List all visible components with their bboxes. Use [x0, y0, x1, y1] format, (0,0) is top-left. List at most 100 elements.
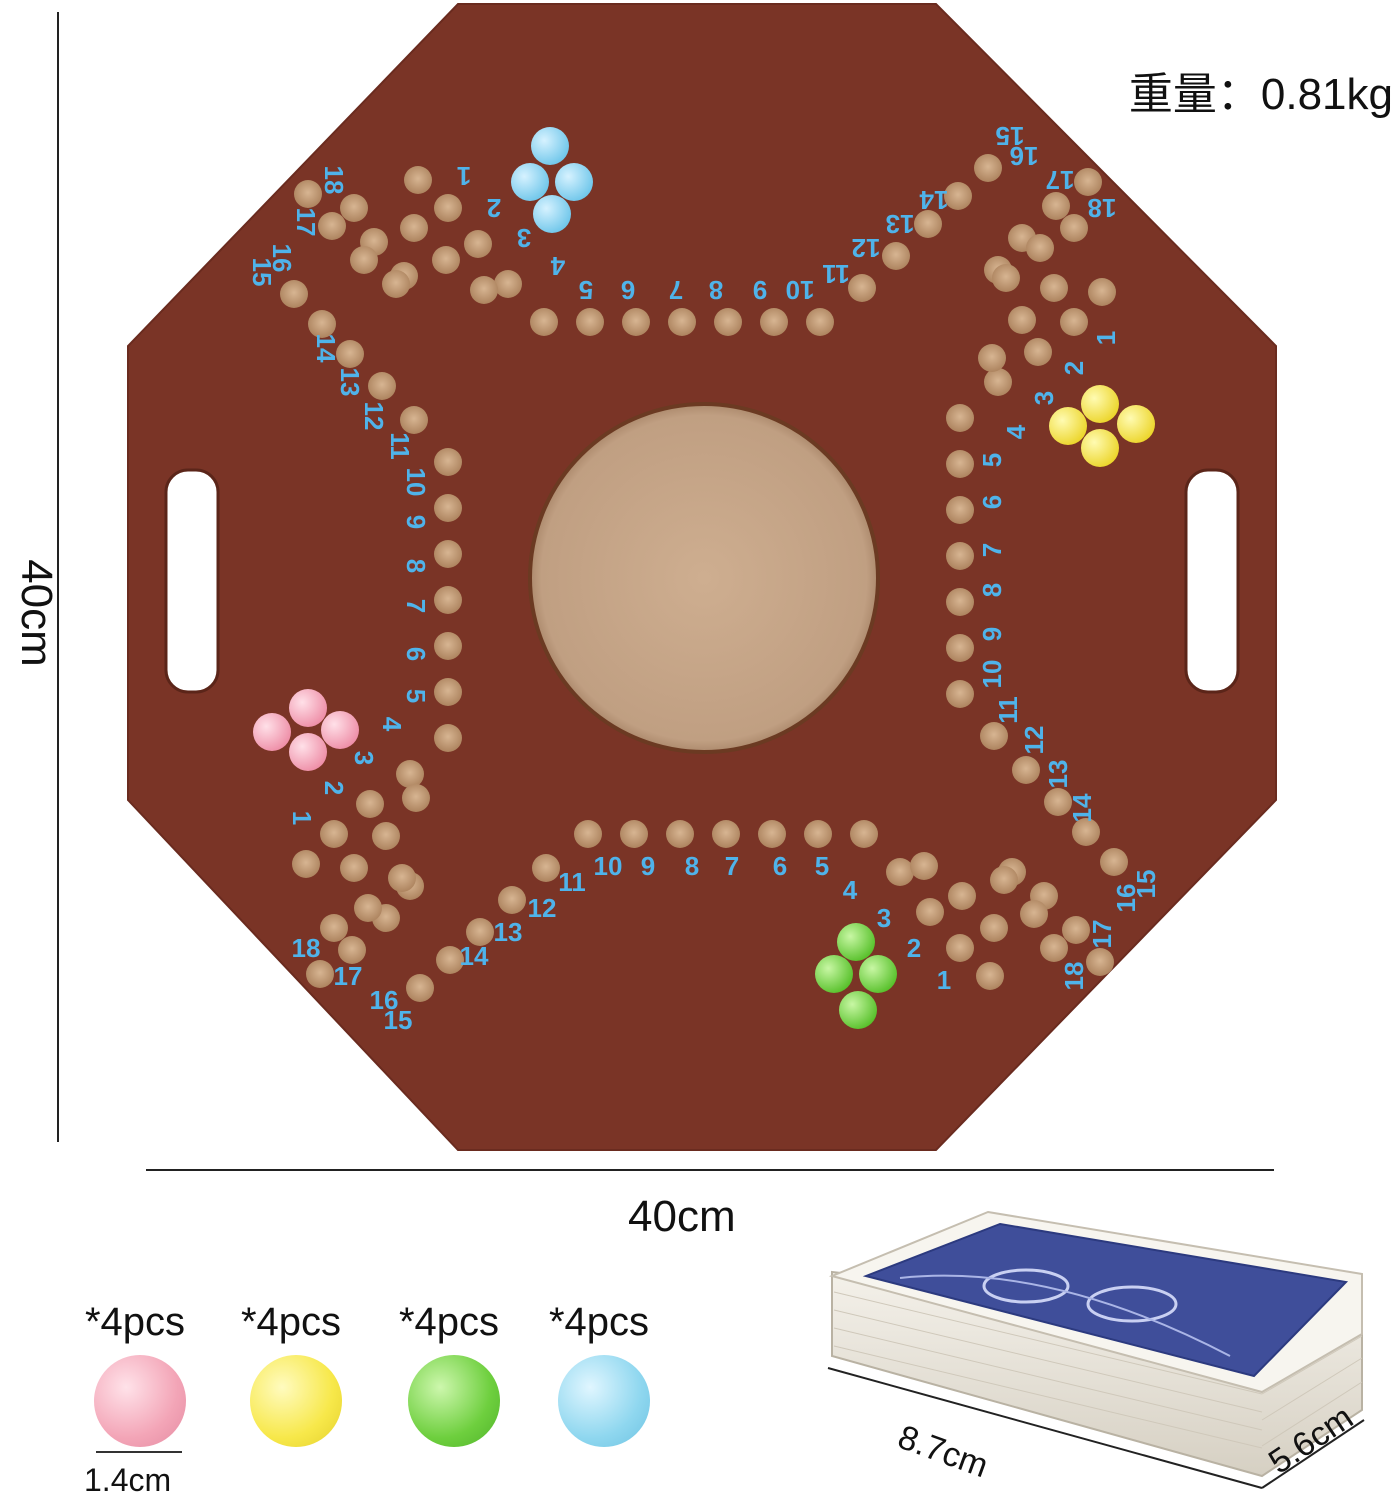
- track-number: 4: [550, 251, 565, 281]
- track-number: 9: [753, 275, 767, 305]
- track-number: 16: [267, 244, 297, 273]
- track-number: 10: [786, 275, 815, 305]
- marble: [253, 713, 291, 751]
- track-number: 11: [385, 432, 415, 460]
- board-hole: [1072, 818, 1100, 846]
- board-hole: [434, 194, 462, 222]
- marble: [837, 923, 875, 961]
- green-ball-quantity: *4pcs: [398, 1300, 500, 1344]
- ball-size-line: [96, 1451, 182, 1453]
- track-number: 10: [977, 660, 1007, 689]
- board-hole: [372, 822, 400, 850]
- track-number: 9: [977, 627, 1007, 641]
- track-number: 7: [725, 851, 739, 881]
- board-hole: [320, 914, 348, 942]
- track-number: 8: [977, 583, 1007, 597]
- playing-card-deck: [827, 1210, 1365, 1489]
- board-hole: [294, 180, 322, 208]
- track-number: 5: [579, 275, 593, 305]
- track-number: 13: [335, 368, 365, 397]
- track-number: 12: [852, 233, 881, 263]
- board-hole: [886, 858, 914, 886]
- track-number: 18: [292, 933, 321, 963]
- marble: [533, 195, 571, 233]
- marble: [321, 711, 359, 749]
- weight-label: 重量：0.81kg: [1128, 70, 1393, 119]
- track-number: 16: [1111, 884, 1141, 913]
- board-hole: [402, 784, 430, 812]
- track-number: 14: [1067, 793, 1097, 822]
- board-hole: [320, 820, 348, 848]
- board-hole: [1088, 278, 1116, 306]
- board-hole: [804, 820, 832, 848]
- track-number: 2: [1059, 361, 1089, 375]
- board-hole: [714, 308, 742, 336]
- marble: [1117, 405, 1155, 443]
- track-number: 16: [370, 985, 399, 1015]
- track-number: 4: [377, 717, 407, 732]
- board-hole: [946, 934, 974, 962]
- track-number: 13: [886, 209, 915, 239]
- board-hole: [666, 820, 694, 848]
- board-hole: [1040, 274, 1068, 302]
- track-number: 6: [977, 495, 1007, 509]
- track-number: 15: [1131, 870, 1161, 899]
- track-number: 3: [1029, 391, 1059, 405]
- marble: [1081, 385, 1119, 423]
- track-number: 17: [291, 208, 321, 237]
- board-hole: [396, 760, 424, 788]
- board-hole: [574, 820, 602, 848]
- yellow-ball-quantity: *4pcs: [240, 1300, 342, 1344]
- track-number: 6: [773, 851, 787, 881]
- track-number: 11: [558, 867, 586, 897]
- board-hole: [1026, 234, 1054, 262]
- track-number: 3: [517, 223, 531, 253]
- track-number: 5: [815, 851, 829, 881]
- board-hole: [1040, 934, 1068, 962]
- board-hole: [494, 270, 522, 298]
- board-hole: [576, 308, 604, 336]
- board-hole: [760, 308, 788, 336]
- track-number: 13: [1043, 760, 1073, 789]
- track-number: 2: [487, 193, 501, 223]
- track-number: 6: [401, 647, 431, 661]
- board-hole: [1044, 788, 1072, 816]
- board-hole: [400, 406, 428, 434]
- board-hole: [1008, 306, 1036, 334]
- board-hole: [530, 308, 558, 336]
- board-hole: [1042, 192, 1070, 220]
- board-hole: [434, 678, 462, 706]
- board-hole: [336, 340, 364, 368]
- board-hole: [406, 974, 434, 1002]
- board-hole: [400, 214, 428, 242]
- board-marbles: [253, 127, 1155, 1029]
- board-height-label: 40cm: [11, 559, 61, 667]
- board-hole: [292, 850, 320, 878]
- board-width-label: 40cm: [628, 1192, 736, 1241]
- blue-ball-quantity: *4pcs: [548, 1300, 650, 1344]
- track-number: 17: [1046, 165, 1075, 195]
- track-number: 8: [709, 275, 723, 305]
- track-number: 3: [877, 903, 891, 933]
- track-number: 18: [319, 166, 349, 195]
- track-number: 13: [494, 917, 523, 947]
- blue-ball: [558, 1355, 650, 1447]
- board-hole: [946, 680, 974, 708]
- pink-ball: [94, 1355, 186, 1447]
- board-hole: [944, 182, 972, 210]
- track-number: 9: [401, 515, 431, 529]
- marble: [839, 991, 877, 1029]
- board-hole: [946, 634, 974, 662]
- marble: [289, 733, 327, 771]
- board-hole: [354, 894, 382, 922]
- track-number: 16: [1010, 141, 1039, 171]
- board-hole: [914, 210, 942, 238]
- board-hole: [910, 852, 938, 880]
- board-hole: [1074, 168, 1102, 196]
- card-back-pattern: [862, 1222, 1349, 1378]
- board-hole: [382, 270, 410, 298]
- yellow-ball: [250, 1355, 342, 1447]
- board-hole: [758, 820, 786, 848]
